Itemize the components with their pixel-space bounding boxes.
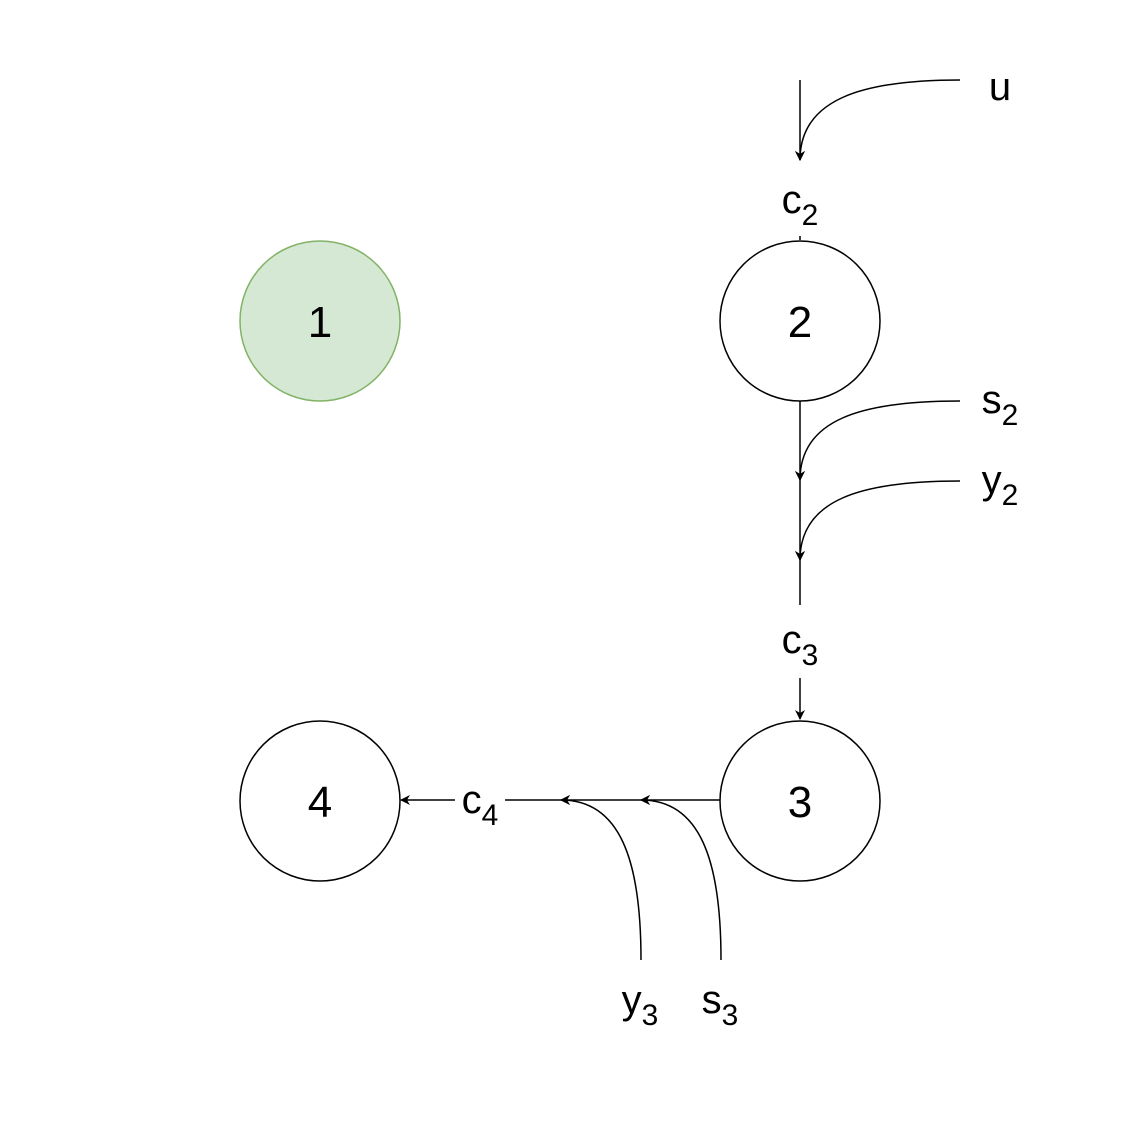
label-s2: s2 [982, 378, 1019, 432]
variable-labels: u c2 s2 y2 c3 c4 y3 s3 [462, 65, 1019, 1032]
edge-s3-merge [640, 795, 722, 961]
label-c3: c3 [782, 618, 819, 672]
node-3[interactable]: 3 [719, 720, 881, 882]
node-4-circle [239, 720, 401, 882]
edge-y2-merge [795, 480, 961, 561]
label-y2: y2 [982, 458, 1019, 512]
label-c4: c4 [462, 778, 499, 832]
node-2-circle [719, 240, 881, 402]
node-1[interactable]: 1 [239, 240, 401, 402]
node-3-circle [719, 720, 881, 882]
node-4[interactable]: 4 [239, 720, 401, 882]
label-y3: y3 [622, 978, 659, 1032]
node-1-circle [239, 240, 401, 402]
node-4-label: 4 [308, 778, 332, 827]
nodes: 1 2 3 4 [239, 240, 881, 882]
node-2[interactable]: 2 [719, 240, 881, 402]
label-s3: s3 [702, 978, 739, 1032]
edge-u-merge [795, 79, 961, 161]
edge-y3-merge [560, 795, 642, 961]
node-2-label: 2 [788, 298, 812, 347]
node-3-label: 3 [788, 778, 812, 827]
edge-s2-merge [795, 400, 961, 481]
label-c2: c2 [782, 178, 819, 232]
node-1-label: 1 [308, 298, 332, 347]
label-u: u [989, 65, 1011, 109]
edges [400, 79, 961, 961]
